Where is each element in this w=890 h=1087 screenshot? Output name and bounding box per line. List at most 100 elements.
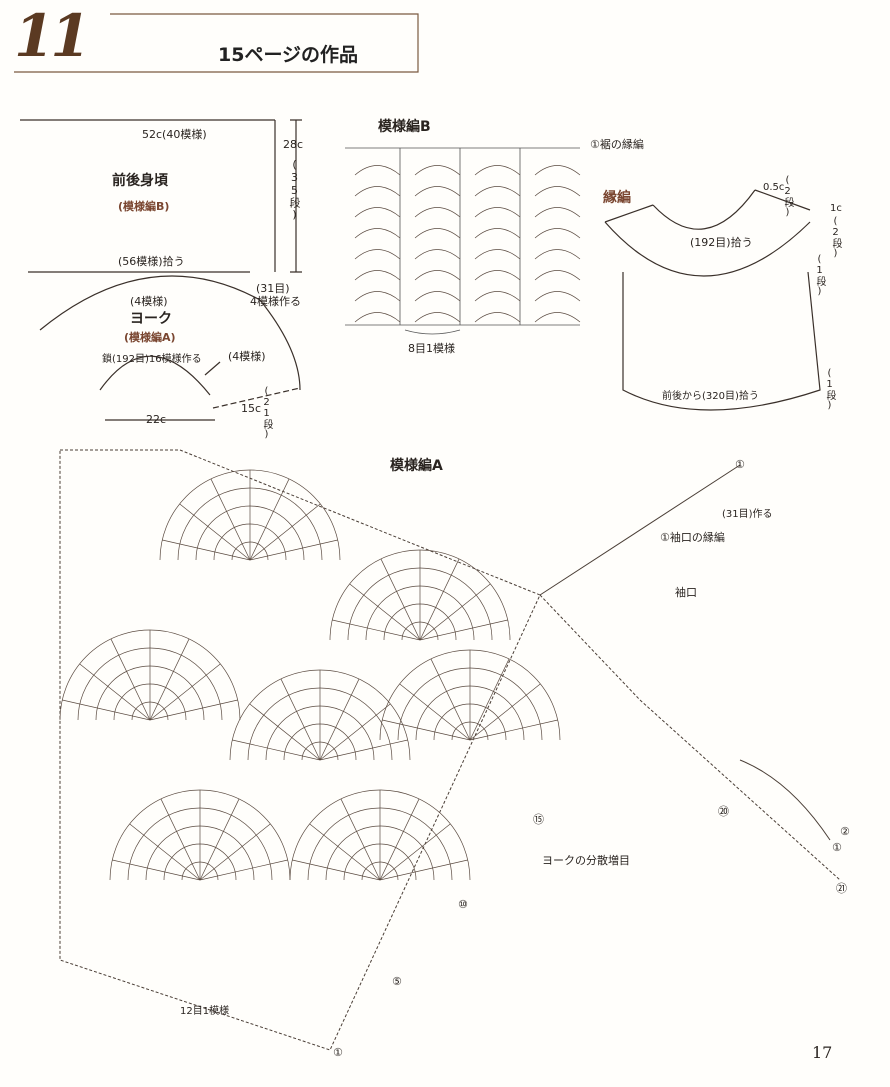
pattern-a-spoke bbox=[199, 823, 271, 881]
pattern-a-spoke bbox=[249, 539, 338, 561]
pattern-a-spoke bbox=[280, 678, 321, 761]
body-title: 前後身頃 bbox=[112, 173, 168, 189]
yoke-side-pattern: (4模様) bbox=[228, 350, 266, 363]
pattern-b-fan bbox=[354, 186, 401, 197]
edging-yoke-lower bbox=[604, 221, 811, 277]
sleeve-width: 1c bbox=[830, 203, 842, 214]
pattern-b-fan bbox=[534, 270, 581, 281]
pattern-a-spoke bbox=[380, 558, 421, 641]
edging-title: 縁編 bbox=[603, 190, 631, 206]
pattern-b-fan bbox=[474, 186, 521, 197]
pattern-a-spoke bbox=[160, 798, 201, 881]
row-10: ⑩ bbox=[458, 898, 468, 911]
pattern-a-spoke bbox=[469, 719, 558, 741]
yoke-chain: 鎖(192目)16模様作る bbox=[102, 354, 202, 365]
increase-note: ヨークの分散増目 bbox=[542, 854, 630, 867]
row-1-top: ① bbox=[735, 458, 745, 471]
pattern-a-repeat: 12目1模様 bbox=[180, 1006, 230, 1017]
row-5: ⑤ bbox=[392, 975, 402, 988]
hem-pickup: 前後から(320目)拾う bbox=[662, 391, 759, 402]
pattern-b-fan bbox=[534, 165, 581, 176]
pattern-a-spoke bbox=[232, 739, 321, 761]
pattern-b-fan bbox=[474, 207, 521, 218]
neck-width: 0.5c bbox=[763, 182, 785, 193]
pattern-b-fan bbox=[534, 291, 581, 302]
pattern-a-spoke bbox=[399, 683, 471, 741]
pattern-b-repeat: 8目1模様 bbox=[408, 342, 455, 355]
pattern-b-fan bbox=[414, 186, 461, 197]
pattern-b-fan bbox=[354, 249, 401, 260]
pattern-b-fan bbox=[534, 207, 581, 218]
pattern-b-fan bbox=[414, 312, 461, 323]
fan-motifs bbox=[59, 165, 581, 881]
pattern-b-fan bbox=[414, 249, 461, 260]
row-2: ② bbox=[840, 825, 850, 838]
yoke-make2: 4模様作る bbox=[250, 295, 301, 308]
pattern-b-title: 模様編B bbox=[378, 119, 431, 135]
body-pickup: (56模様)拾う bbox=[118, 255, 185, 268]
pattern-b-fan bbox=[354, 165, 401, 176]
pattern-a-spoke bbox=[249, 478, 290, 561]
pattern-b-fan bbox=[414, 165, 461, 176]
pattern-a-spoke bbox=[309, 823, 381, 881]
pattern-a-spoke bbox=[469, 683, 541, 741]
pattern-b-fan bbox=[354, 312, 401, 323]
edging-neck bbox=[652, 189, 756, 230]
pattern-b-fan bbox=[474, 312, 521, 323]
pattern-a-spoke bbox=[332, 619, 421, 641]
pattern-a-spoke bbox=[419, 558, 460, 641]
row-21: ㉑ bbox=[836, 882, 847, 895]
pattern-b-fan bbox=[534, 249, 581, 260]
yoke-rows: (21段) bbox=[261, 386, 272, 440]
pattern-a-spoke bbox=[112, 859, 201, 881]
pattern-a-spoke bbox=[162, 539, 251, 561]
hem-note: ①裾の縁編 bbox=[590, 138, 644, 151]
pattern-b-fan bbox=[414, 207, 461, 218]
body-pattern: (模様編B) bbox=[118, 200, 170, 213]
page-number: 17 bbox=[812, 1043, 833, 1062]
pattern-b-fan bbox=[414, 228, 461, 239]
height-dim bbox=[290, 119, 302, 273]
pattern-a-spoke bbox=[292, 859, 381, 881]
pattern-b-fan bbox=[354, 270, 401, 281]
pattern-a-spoke bbox=[379, 798, 420, 881]
pattern-a-spoke bbox=[199, 859, 288, 881]
pattern-b-fan bbox=[534, 312, 581, 323]
pattern-b-fan bbox=[534, 186, 581, 197]
pattern-b-fan bbox=[534, 228, 581, 239]
underarm-rows: (1段) bbox=[814, 254, 825, 297]
body-outline bbox=[20, 119, 276, 273]
yoke-top-pattern: (4模様) bbox=[130, 295, 168, 308]
pattern-b-fan bbox=[414, 291, 461, 302]
pattern-a-spoke bbox=[319, 678, 360, 761]
pattern-b-fan bbox=[354, 291, 401, 302]
pattern-a-spoke bbox=[149, 638, 190, 721]
yoke-width: 22c bbox=[146, 413, 167, 426]
pattern-b-fan bbox=[474, 165, 521, 176]
pattern-a-spoke bbox=[129, 823, 201, 881]
yoke-outer bbox=[39, 275, 301, 391]
row-20: ⑳ bbox=[718, 805, 729, 818]
pattern-a-spoke bbox=[430, 658, 471, 741]
pattern-b-fan bbox=[414, 270, 461, 281]
pattern-a-spoke bbox=[349, 583, 421, 641]
pattern-a-spoke bbox=[199, 798, 240, 881]
pattern-a-spoke bbox=[419, 619, 508, 641]
chain-note: (31目)作る bbox=[722, 509, 773, 520]
yoke-inner bbox=[99, 355, 211, 396]
body-rows: (35段) bbox=[288, 158, 301, 221]
pattern-b-fan bbox=[474, 228, 521, 239]
pattern-a-spoke bbox=[469, 658, 510, 741]
pattern-a-spoke bbox=[249, 503, 321, 561]
pattern-a-spoke bbox=[419, 583, 491, 641]
pattern-b-fan bbox=[474, 291, 521, 302]
yoke-depth: 15c bbox=[241, 402, 262, 415]
neck-pickup: (192目)拾う bbox=[690, 236, 753, 249]
sleeve-rows: (2段) bbox=[830, 216, 841, 259]
header-frame bbox=[14, 13, 419, 73]
yoke-make: (31目) bbox=[256, 282, 290, 295]
cuff-label: 袖口 bbox=[675, 586, 697, 599]
pattern-b-fan bbox=[474, 249, 521, 260]
